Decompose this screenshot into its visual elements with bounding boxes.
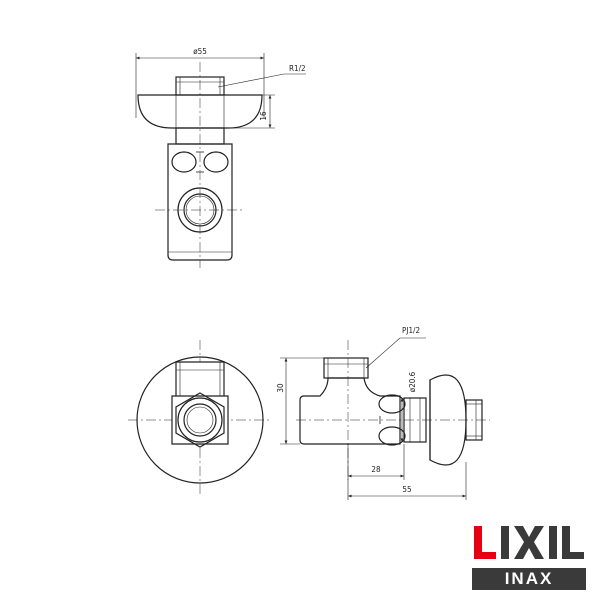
side-view: [280, 337, 490, 500]
top-thread-label: R1/2: [289, 64, 306, 73]
side-rear-stub: [465, 399, 483, 441]
front-flange: [136, 356, 264, 484]
side-body: [299, 377, 401, 445]
side-total-dim: 55: [402, 485, 411, 494]
top-body: [167, 143, 233, 261]
front-hex-nut: [175, 392, 225, 448]
lixil-inax-logo: INAX: [470, 522, 588, 592]
side-depth-dim: 28: [371, 465, 381, 474]
top-height-dim: 16: [259, 111, 268, 121]
top-view: [135, 53, 306, 268]
side-diameter-dim: ø20.6: [408, 371, 417, 392]
front-view: [128, 340, 272, 495]
inax-badge: INAX: [472, 568, 586, 590]
top-width-dim: ø55: [193, 47, 207, 56]
side-height-dim: 30: [276, 383, 285, 393]
side-collar: [403, 397, 427, 443]
side-thread-label: PJ1/2: [402, 326, 420, 335]
lixil-wordmark: [474, 526, 584, 559]
side-top-stub: [323, 357, 369, 379]
